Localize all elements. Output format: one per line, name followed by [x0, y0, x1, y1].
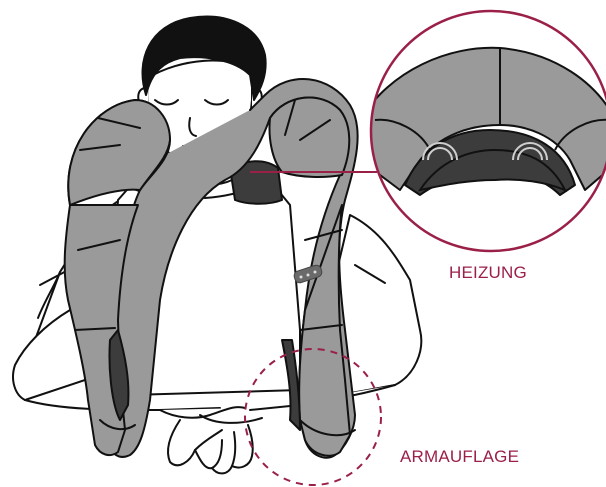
heating-zoom [360, 11, 606, 251]
armrest-label: ARMAUFLAGE [400, 447, 519, 467]
heating-label: HEIZUNG [449, 263, 527, 283]
